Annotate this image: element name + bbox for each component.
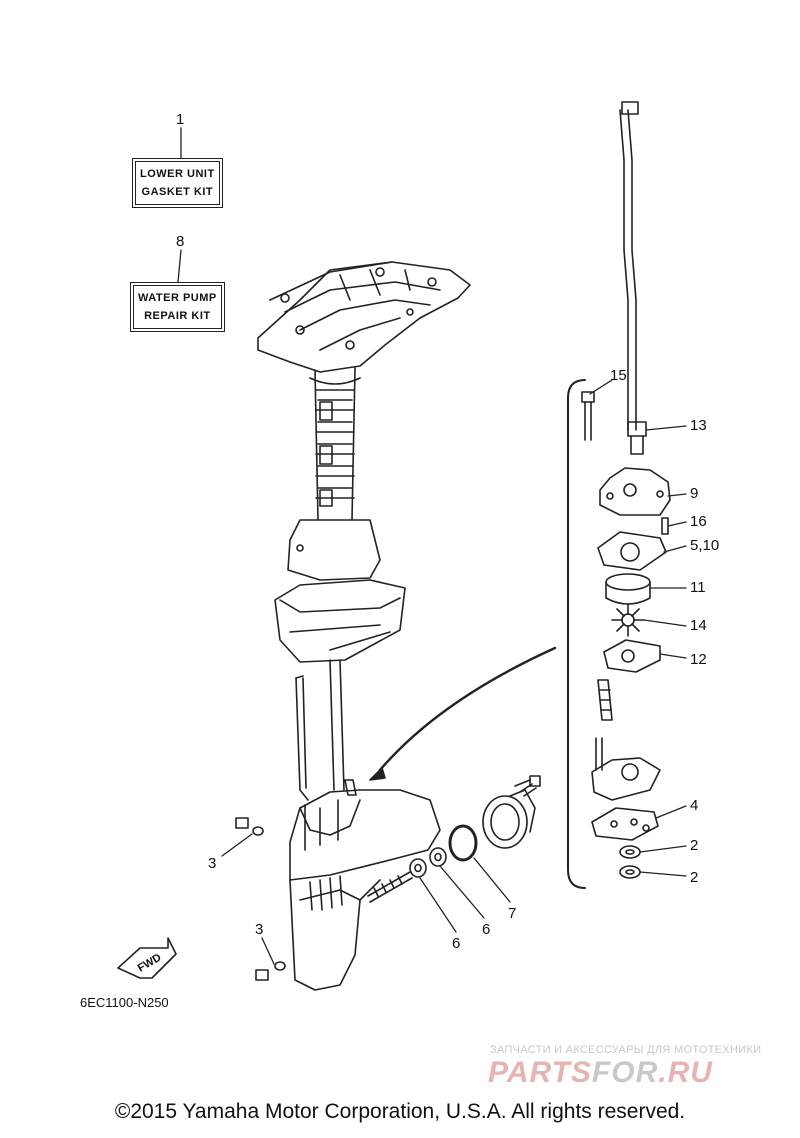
callout-1: 1	[176, 111, 184, 128]
kit-pump-line2: REPAIR KIT	[144, 310, 211, 322]
o-ring-7	[448, 824, 478, 862]
watermark-logo-part1: PARTS	[488, 1056, 592, 1089]
driveshaft-tube	[295, 659, 345, 801]
pump-housing-9	[599, 467, 671, 516]
screw-top-right	[519, 775, 541, 797]
pump-base	[591, 737, 661, 801]
callout-4: 4	[690, 797, 698, 814]
upper-casing-plate	[257, 261, 471, 373]
callout-13: 13	[690, 417, 707, 434]
water-tube-right	[619, 101, 639, 431]
callout-8: 8	[176, 233, 184, 250]
grommet-13	[627, 421, 647, 455]
watermark-logo: PARTSFOR.RU	[488, 1056, 713, 1090]
callout-2a: 2	[690, 837, 698, 854]
callout-2b: 2	[690, 869, 698, 886]
kit-gasket-line1: LOWER UNIT	[140, 168, 215, 180]
callout-5-10: 5,10	[690, 537, 719, 554]
driveshaft-key	[597, 679, 613, 721]
callout-9: 9	[690, 485, 698, 502]
seal-6b	[409, 858, 427, 878]
bearing-housing-7	[482, 779, 536, 849]
gasket-4	[591, 807, 659, 841]
assembly-arrow	[378, 646, 557, 772]
fwd-arrow-icon	[117, 937, 177, 979]
seal-6a	[429, 847, 447, 867]
oil-seal-2b	[619, 865, 641, 879]
lower-unit-gearcase	[289, 779, 441, 991]
kit-box-water-pump: WATER PUMP REPAIR KIT	[130, 282, 225, 332]
kit-gasket-line2: GASKET KIT	[141, 186, 214, 198]
driveshaft-housing	[309, 367, 361, 521]
dowel-16	[661, 517, 669, 535]
insert-cartridge-11	[605, 573, 651, 605]
callout-14: 14	[690, 617, 707, 634]
leader-lines	[177, 127, 687, 965]
callout-6a: 6	[452, 935, 460, 952]
callout-3b: 3	[255, 921, 263, 938]
callout-3a: 3	[208, 855, 216, 872]
callout-11: 11	[690, 579, 706, 596]
outer-plate-12	[603, 639, 661, 673]
bolt-15	[581, 391, 595, 441]
callout-15: 15	[610, 367, 627, 384]
watermark-tagline: ЗАПЧАСТИ И АКСЕССУАРЫ ДЛЯ МОТОТЕХНИКИ	[490, 1044, 762, 1056]
screw-3a	[235, 817, 264, 836]
callout-6b: 6	[482, 921, 490, 938]
pump-group-bracket	[567, 379, 586, 889]
screw-3b	[255, 961, 286, 981]
watermark-logo-part2: FOR	[591, 1056, 659, 1089]
oil-seal-2a	[619, 845, 641, 859]
callout-12: 12	[690, 651, 707, 668]
callout-16: 16	[690, 513, 707, 530]
gasket-5-10	[597, 531, 667, 571]
impeller-14	[611, 603, 645, 637]
watermark-logo-part3: .RU	[658, 1056, 713, 1089]
cavitation-plate	[274, 519, 406, 663]
callout-7: 7	[508, 905, 516, 922]
diagram-code: 6EC1100-N250	[80, 995, 169, 1010]
kit-box-gasket: LOWER UNIT GASKET KIT	[132, 158, 223, 208]
kit-pump-line1: WATER PUMP	[138, 292, 217, 304]
copyright-notice: ©2015 Yamaha Motor Corporation, U.S.A. A…	[114, 1100, 686, 1123]
